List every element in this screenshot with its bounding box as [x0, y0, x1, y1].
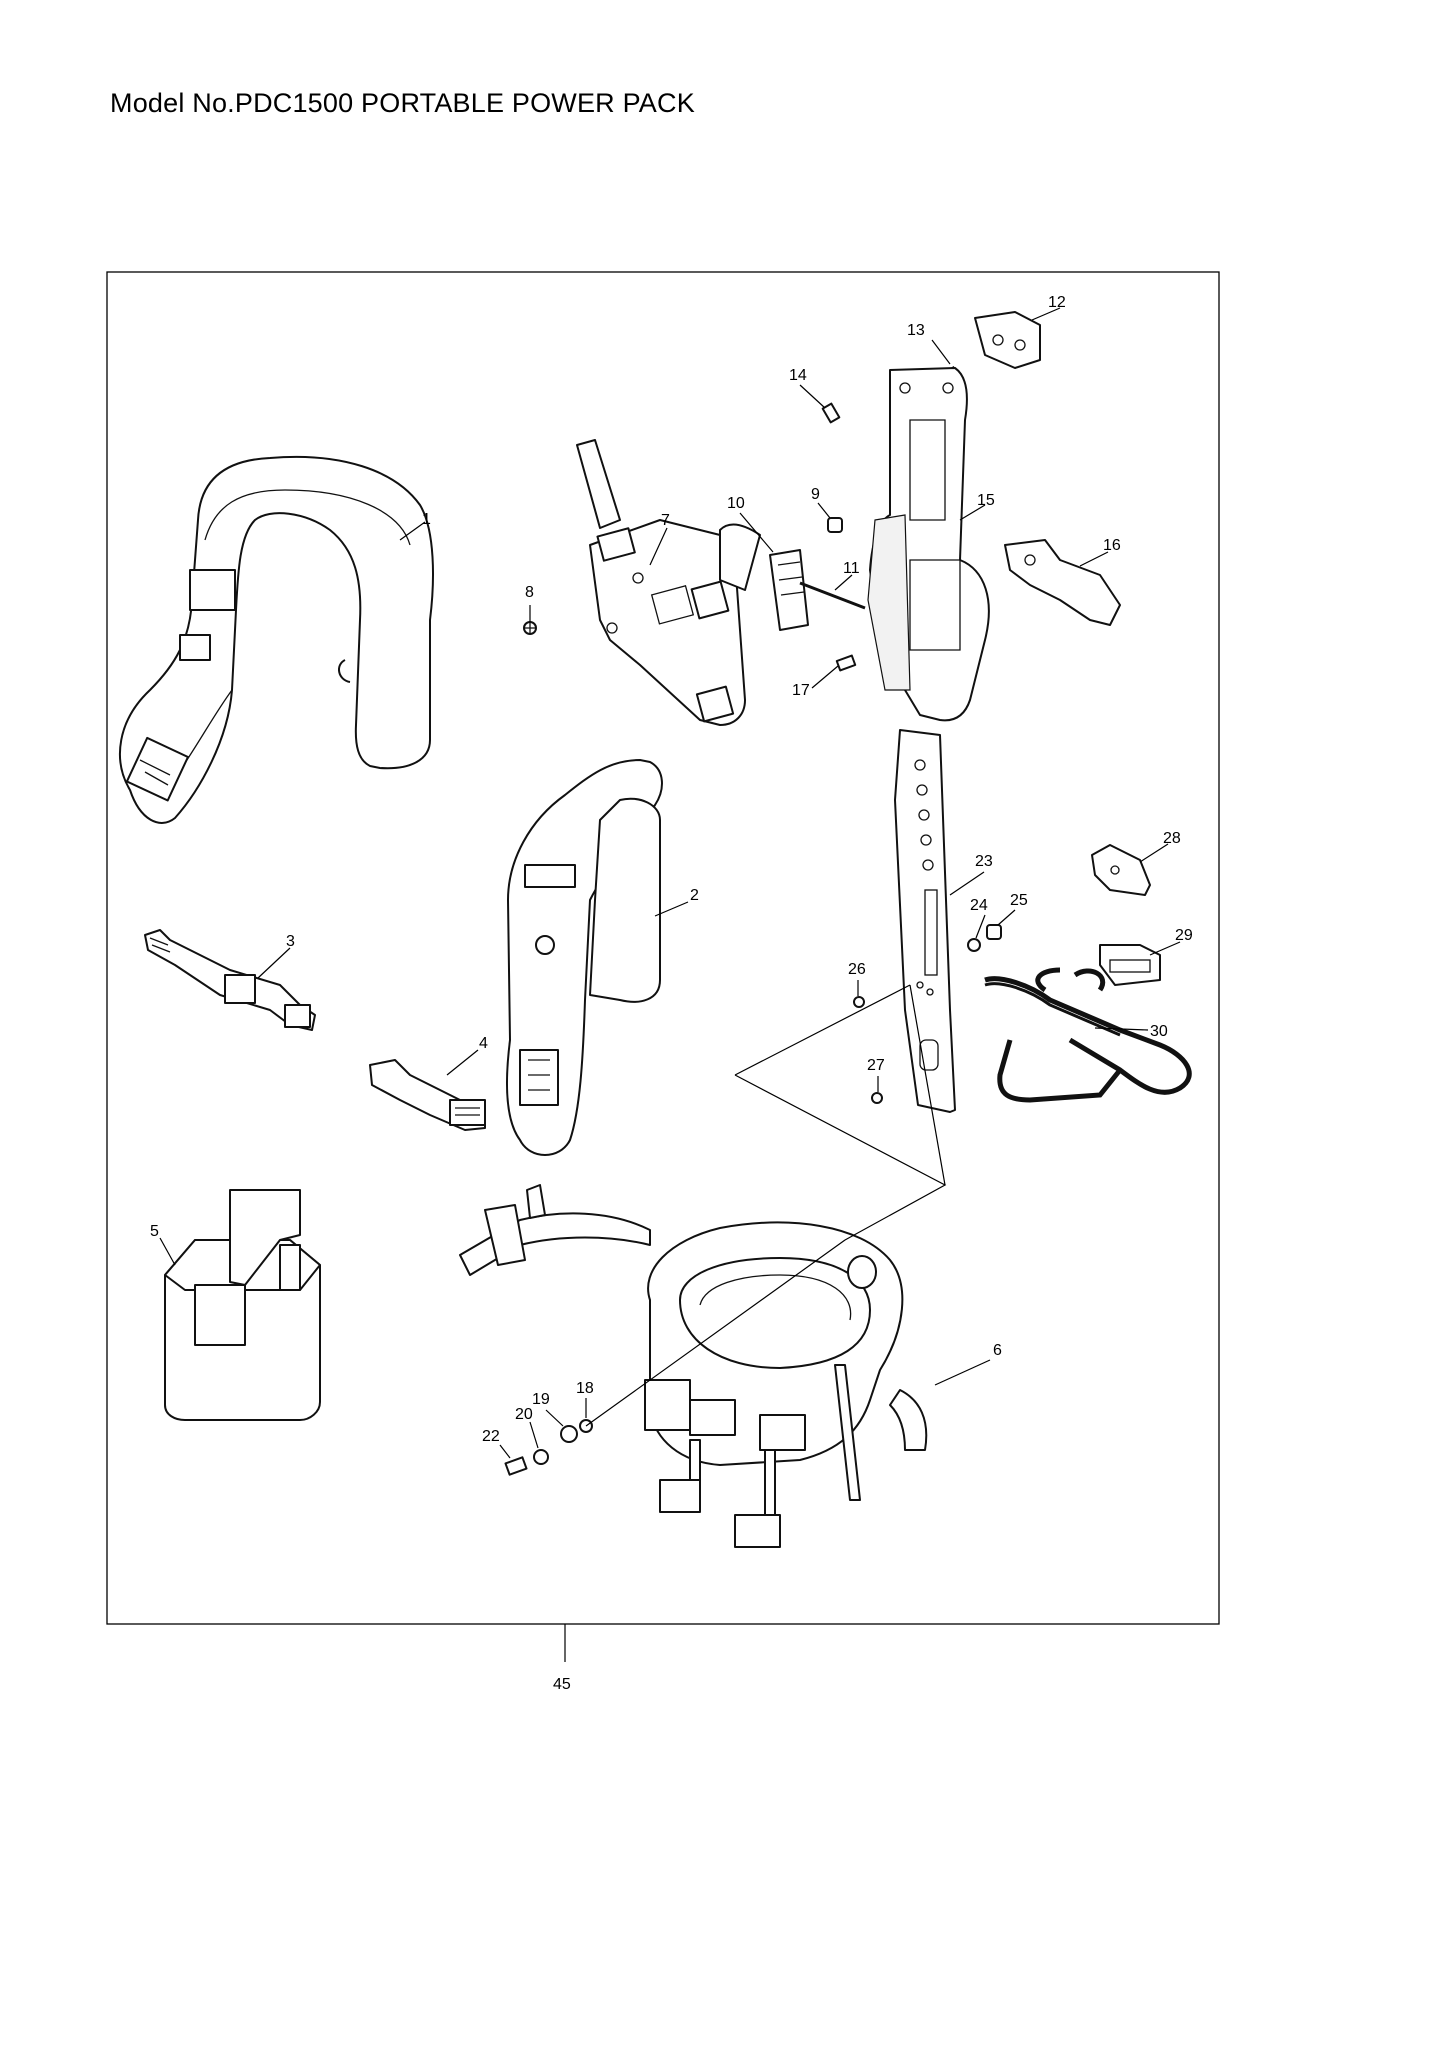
callout-19: 19: [532, 1391, 550, 1408]
callout-17: 17: [792, 682, 810, 699]
callout-9: 9: [811, 486, 820, 503]
part-29-clip: [1099, 944, 1161, 986]
part-6-hip-belt: [459, 1184, 928, 1548]
callout-20: 20: [515, 1406, 533, 1423]
part-27-screw: [871, 1092, 883, 1104]
part-25-nut: [986, 924, 1002, 940]
page-title: Model No.PDC1500 PORTABLE POWER PACK: [110, 88, 695, 118]
callout-18: 18: [576, 1380, 594, 1397]
callout-25: 25: [1010, 892, 1028, 909]
callout-26: 26: [848, 961, 866, 978]
assembly-leader-lines: [585, 984, 947, 1427]
callout-24: 24: [970, 897, 988, 914]
callout-11: 11: [843, 560, 860, 577]
part-30-wire-stand: [984, 967, 1192, 1103]
callout-1: 1: [422, 511, 431, 528]
callout-6: 6: [993, 1342, 1002, 1359]
callout-2: 2: [690, 887, 699, 904]
part-5-pouch: [164, 1189, 321, 1421]
part-15-frame: [867, 367, 990, 722]
part-8-screw: [523, 621, 537, 635]
callout-4: 4: [479, 1035, 488, 1052]
part-26-screw: [853, 996, 865, 1008]
part-4-strap: [369, 1059, 486, 1131]
callout-14: 14: [789, 367, 807, 384]
part-23-frame-rail: [894, 729, 956, 1113]
callout-15: 15: [977, 492, 995, 509]
callout-numbers: 1 2 3 4 5 6 7 8 9 10 11 12 13 14 15 16 1…: [150, 294, 1193, 1693]
part-19-washer: [560, 1425, 578, 1443]
callout-27: 27: [867, 1057, 885, 1074]
part-9-nut: [827, 517, 843, 533]
callout-8: 8: [525, 584, 534, 601]
callout-45: 45: [553, 1676, 571, 1693]
part-14-screw: [821, 402, 841, 424]
part-20-washer: [533, 1449, 549, 1465]
callout-12: 12: [1048, 294, 1066, 311]
part-24-washer: [967, 938, 981, 952]
callout-5: 5: [150, 1223, 159, 1240]
part-1-shoulder-harness: [118, 455, 434, 824]
callout-13: 13: [907, 322, 925, 339]
part-11-pin: [799, 581, 866, 610]
part-3-chest-strap: [144, 929, 316, 1031]
callout-leaders: [159, 307, 1181, 1459]
callout-3: 3: [286, 933, 295, 950]
callout-7: 7: [661, 512, 670, 529]
callout-22: 22: [482, 1428, 500, 1445]
diagram-frame: [106, 271, 1220, 1625]
callout-29: 29: [1175, 927, 1193, 944]
part-22-bolt: [504, 1456, 528, 1476]
part-17-screw: [835, 654, 857, 672]
part-12-bracket: [974, 311, 1041, 369]
part-2-shoulder-pad: [506, 759, 663, 1156]
callout-23: 23: [975, 853, 993, 870]
part-28-clip: [1091, 844, 1151, 896]
callout-16: 16: [1103, 537, 1121, 554]
part-7-back-plate: [576, 439, 761, 726]
callout-28: 28: [1163, 830, 1181, 847]
part-16-bracket: [1004, 539, 1121, 626]
part-10-latch: [769, 549, 809, 631]
callout-30: 30: [1150, 1023, 1168, 1040]
callout-10: 10: [727, 495, 745, 512]
